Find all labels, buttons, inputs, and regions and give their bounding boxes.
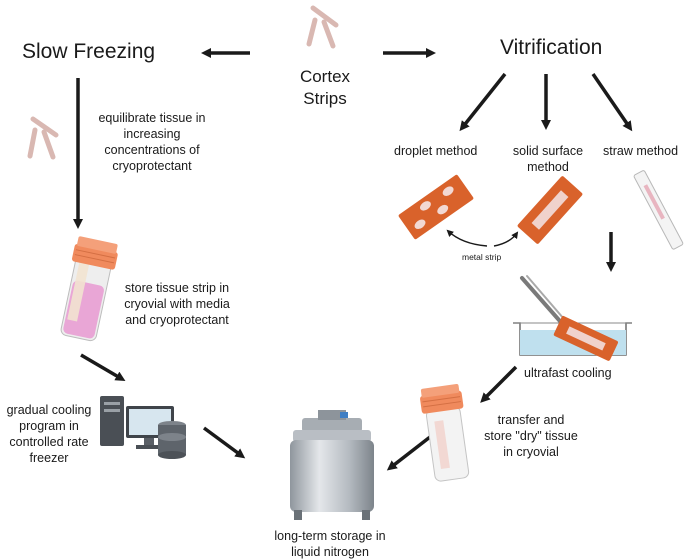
computer-freezer-icon — [100, 396, 186, 459]
forceps-with-plate-icon — [520, 275, 618, 361]
cryovial-pink-icon — [60, 236, 118, 342]
store-cryovial-label: store tissue strip in cryovial with medi… — [124, 281, 230, 327]
long-term-storage-label: long-term storage in liquid nitrogen — [274, 529, 386, 559]
arrow-vial-to-tank — [386, 435, 432, 471]
transfer-store-label: transfer and store "dry" tissue in cryov… — [484, 413, 578, 459]
solid-surface-plate-icon — [517, 176, 583, 244]
metal-strip-arrows — [446, 229, 519, 247]
arrow-computer-to-tank — [202, 426, 246, 459]
droplet-method-label: droplet method — [394, 144, 478, 158]
slow-freezing-heading: Slow Freezing — [22, 40, 156, 63]
flow-arrows — [73, 48, 633, 471]
arrow-vitri-to-droplet — [459, 72, 507, 132]
straw-method-label: straw method — [603, 144, 679, 158]
arrow-cooling-to-vial — [480, 365, 518, 403]
liquid-nitrogen-tank-icon — [290, 410, 374, 520]
ultrafast-cooling-label: ultrafast cooling — [524, 366, 612, 380]
cortex-strips-label: Cortex Strips — [299, 67, 351, 108]
solid-surface-method-label: solid surface method — [512, 144, 584, 174]
metal-strip-label: metal strip — [462, 252, 502, 262]
tissue-strips-icon — [27, 116, 59, 160]
straw-icon — [633, 170, 684, 250]
arrow-vitri-to-straw — [591, 73, 633, 132]
arrow-vial-to-computer — [80, 353, 126, 382]
gradual-cooling-label: gradual cooling program in controlled ra… — [6, 403, 92, 465]
cortex-strips-icon — [306, 5, 339, 49]
vitrification-heading: Vitrification — [500, 36, 603, 59]
cryovial-clear-icon — [420, 384, 470, 482]
equilibrate-label: equilibrate tissue in increasing concent… — [98, 111, 206, 173]
droplet-plate-icon — [398, 174, 474, 240]
